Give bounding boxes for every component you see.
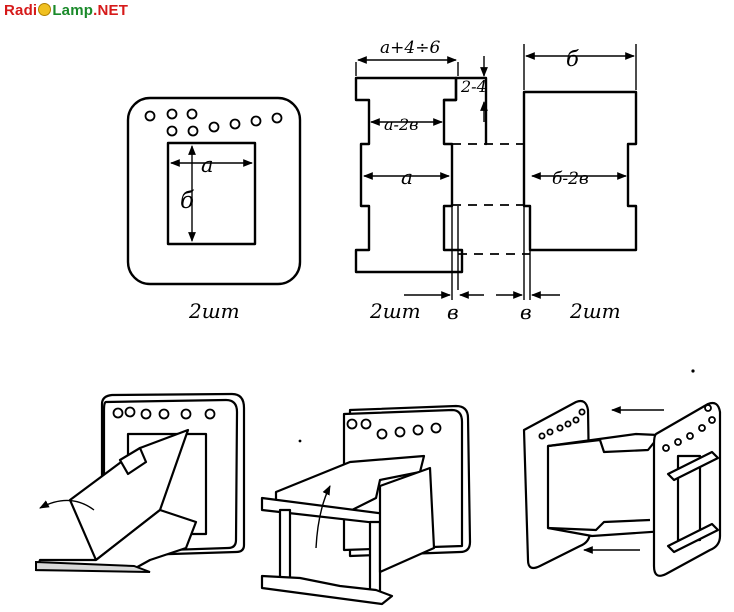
thick-right-label: в — [520, 300, 532, 324]
dim-top-label: а+4÷6 — [380, 38, 440, 58]
assembly-step-1 — [34, 392, 246, 573]
dim-b-label: б — [566, 47, 579, 71]
side-wall-right-outline — [522, 90, 638, 252]
watermark-net: .NET — [93, 2, 129, 19]
step2-base — [260, 574, 394, 606]
cheek-label-a: а — [201, 153, 214, 177]
left-qty: 2шт — [369, 299, 421, 323]
dim-notch-label: 2-4 — [460, 77, 487, 96]
cheek-plate: а б 2шт — [126, 96, 302, 323]
step2-fold-arrow — [315, 485, 331, 549]
dim-a-label: а — [401, 165, 413, 189]
step1-fold-arrow — [39, 499, 95, 511]
side-wall-left-outline — [354, 76, 464, 274]
watermark-radio: Radi — [4, 2, 38, 19]
cheek-label-b: б — [180, 188, 195, 214]
assembly-step-3 — [522, 369, 722, 577]
cheek-qty: 2шт — [188, 299, 240, 323]
thick-left-label: в — [447, 300, 459, 324]
cheek-window — [166, 141, 257, 246]
side-wall-left: а+4÷6 а-2в а 2шт — [354, 38, 464, 323]
dim-a-2v-label: а-2в — [384, 115, 418, 134]
side-wall-right: б б-2в 2шт — [522, 44, 638, 323]
dim-b-2v-label: б-2в — [552, 169, 589, 189]
watermark-logo: Radi Lamp.NET — [4, 2, 128, 19]
right-qty: 2шт — [569, 299, 621, 323]
center-strip: 2-4 в в — [404, 56, 560, 324]
watermark-lamp: Lamp — [52, 2, 94, 19]
cheek-outline — [126, 96, 302, 286]
cheek-holes — [144, 108, 283, 137]
lamp-bulb-icon — [38, 3, 52, 16]
assembly-step-2 — [260, 404, 472, 606]
